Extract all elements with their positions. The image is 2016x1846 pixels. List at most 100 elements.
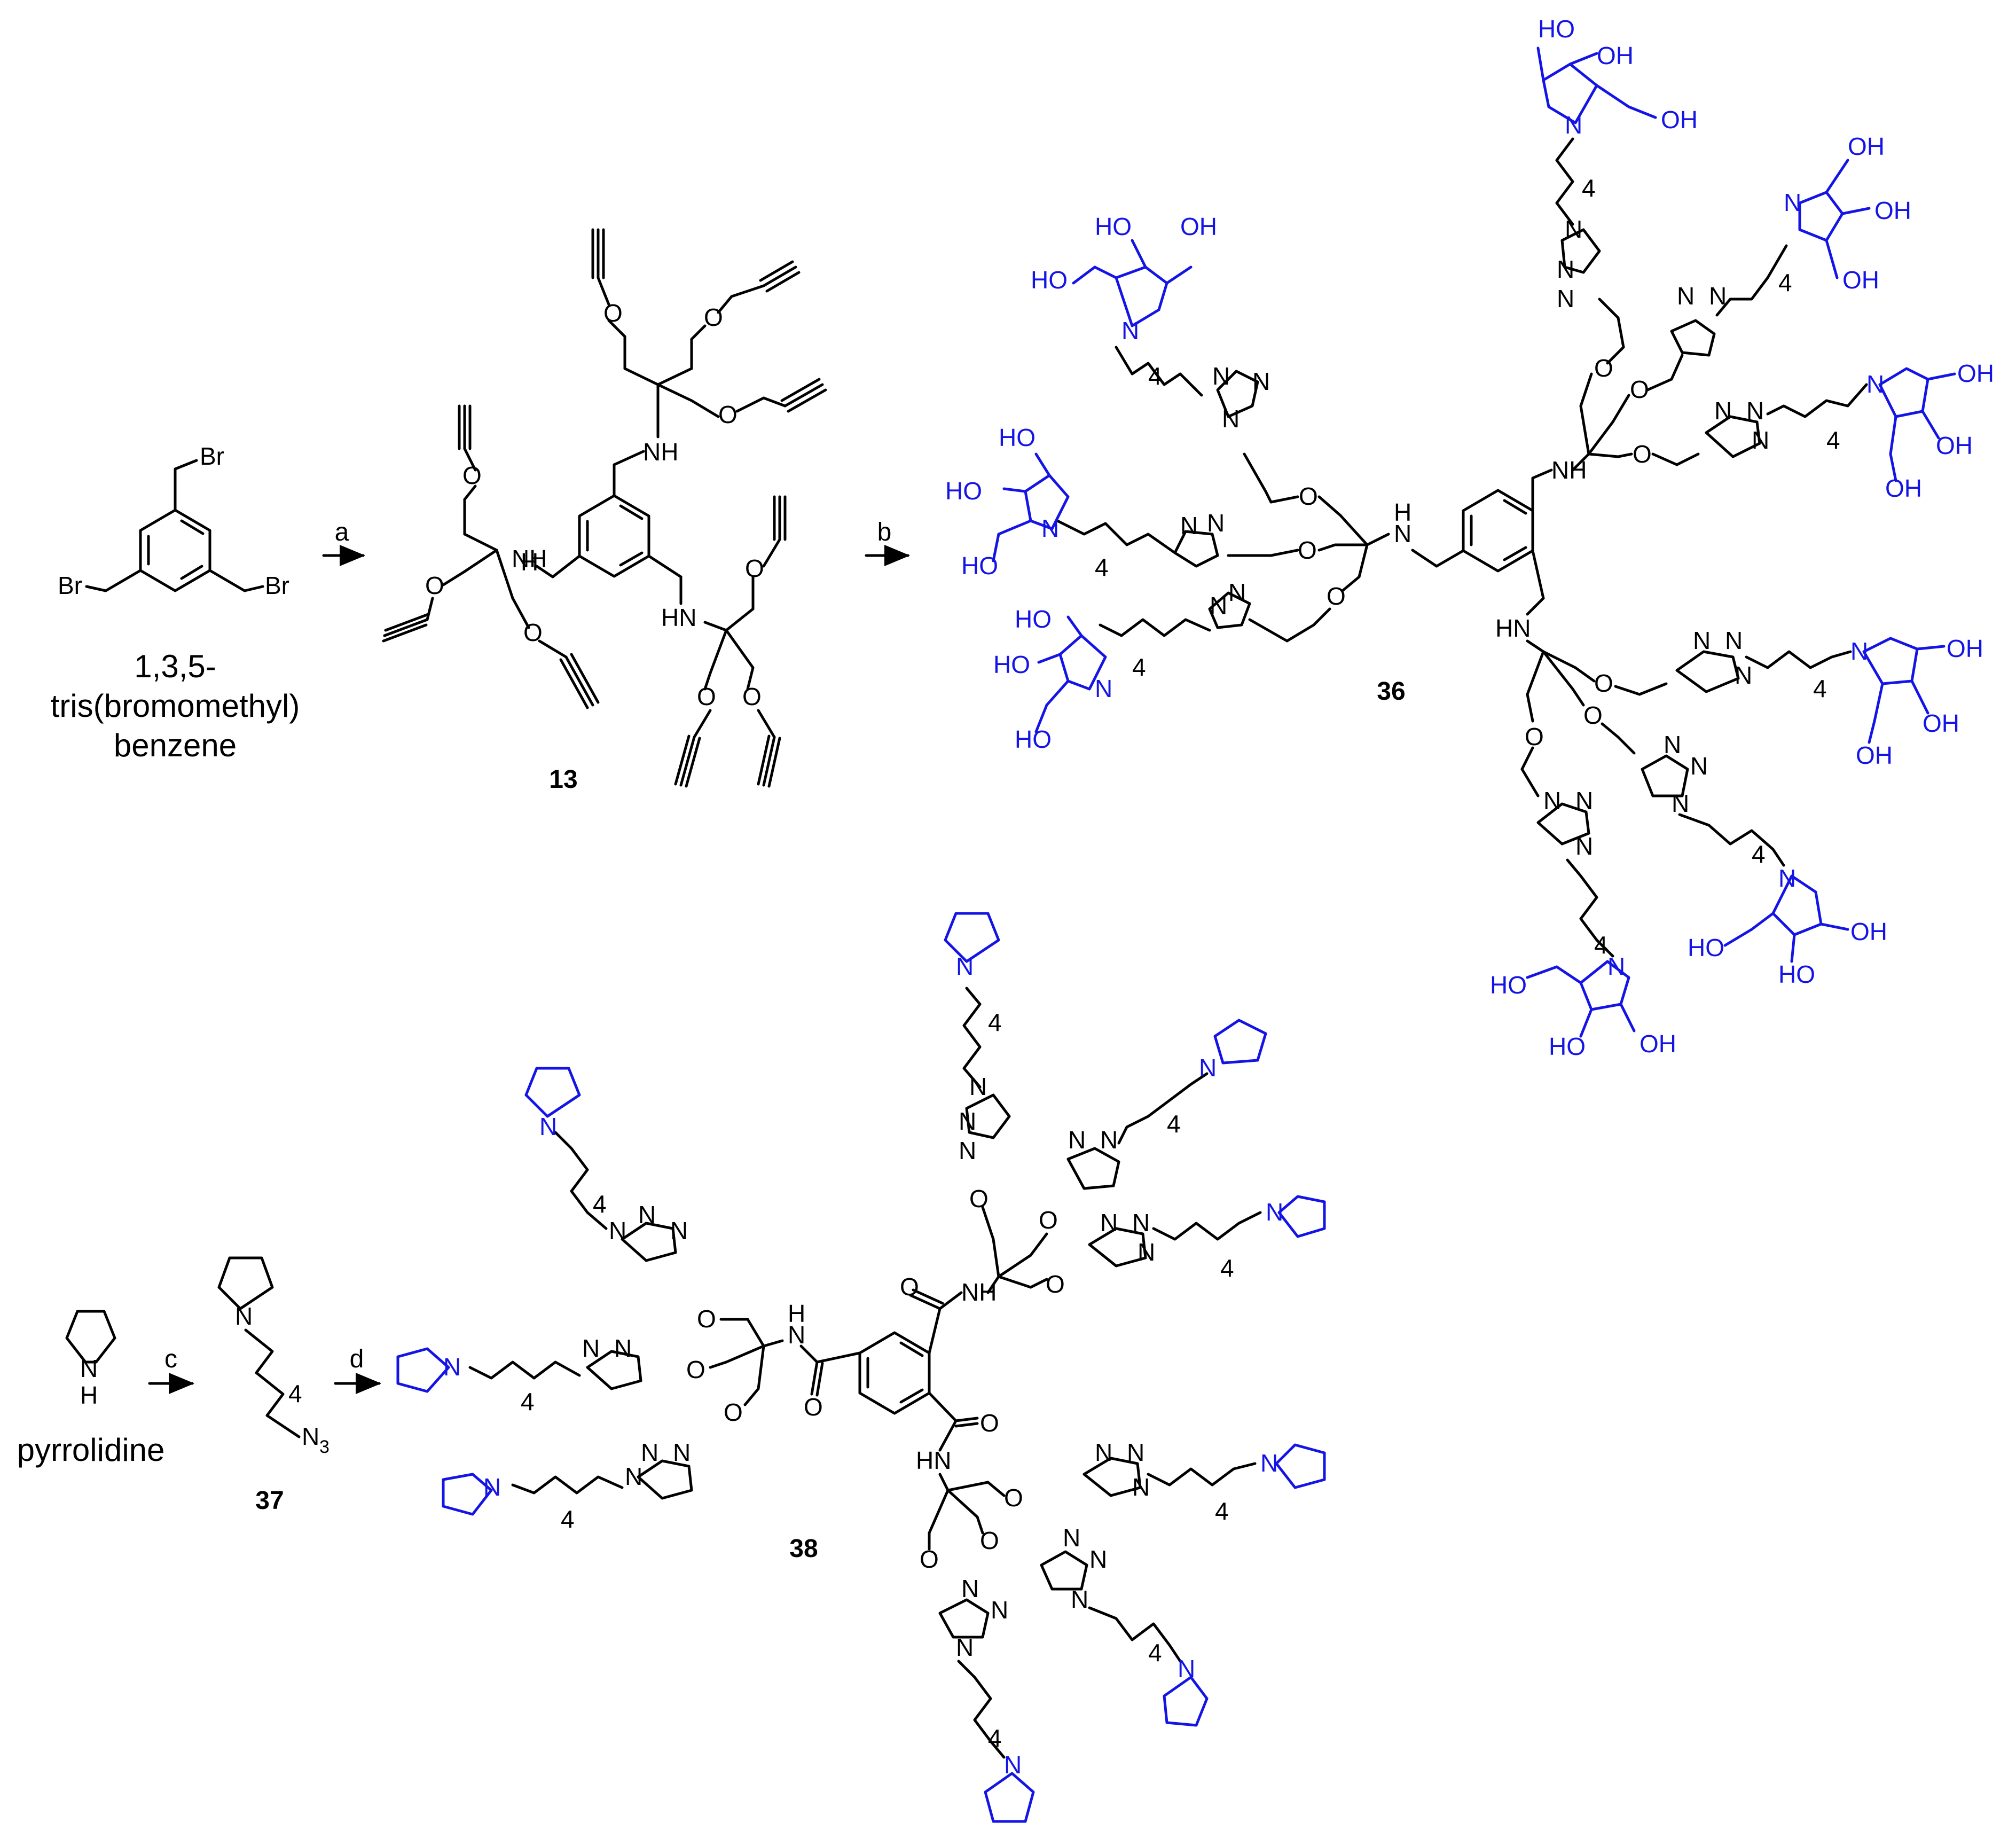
hydroxyl-label: HO bbox=[961, 552, 998, 580]
triazole-n-label: N bbox=[1132, 1209, 1150, 1237]
o-label: O bbox=[462, 462, 482, 489]
repeat-count-label: 4 bbox=[1594, 931, 1608, 959]
hn-label-right: HN bbox=[661, 604, 696, 631]
iminosugar-n-label: N bbox=[1095, 675, 1112, 702]
arrow-b-label: b bbox=[877, 518, 892, 546]
h-label: H bbox=[521, 548, 538, 576]
o-label: O bbox=[704, 303, 723, 331]
triazole-n-label: N bbox=[1063, 1524, 1080, 1552]
h-label: H bbox=[788, 1300, 805, 1327]
pyrrolidine-n-label: N bbox=[1178, 1655, 1195, 1683]
n-label: N bbox=[788, 1321, 805, 1349]
pyrrolidine-n-label: N bbox=[1199, 1054, 1217, 1082]
triazole-n-label: N bbox=[1100, 1209, 1118, 1237]
repeat-count-label: 4 bbox=[1132, 653, 1146, 681]
azide-subscript: 3 bbox=[319, 1437, 330, 1457]
pyrrolidine-n-label: N bbox=[483, 1473, 501, 1501]
triazole-n-label: N bbox=[1672, 789, 1689, 817]
o-label: O bbox=[523, 619, 543, 646]
triazole-n-label: N bbox=[1180, 512, 1198, 539]
triazole-n-label: N bbox=[1664, 731, 1681, 758]
triazole-n-label: N bbox=[1095, 1438, 1112, 1466]
repeat-count-label: 4 bbox=[1148, 362, 1162, 390]
o-label: O bbox=[686, 1356, 705, 1383]
hydroxyl-label: OH bbox=[1885, 474, 1922, 502]
triazole-n-label: N bbox=[991, 1596, 1008, 1624]
hydroxyl-label: OH bbox=[1874, 197, 1911, 224]
iminosugar-n-label: N bbox=[1121, 317, 1139, 345]
triazole-n-label: N bbox=[1132, 1473, 1150, 1501]
compound-38-triazoles: N N N N N N N N N N N N N N N N N N N N … bbox=[582, 1073, 1155, 1661]
bromine-atom-right: Br bbox=[265, 572, 289, 599]
compound-36-core: NH N H HN bbox=[1394, 456, 1587, 642]
hydroxyl-label: OH bbox=[1842, 266, 1879, 294]
triazole-n-label: N bbox=[1222, 405, 1240, 433]
hydroxyl-label: HO bbox=[1095, 213, 1132, 240]
triazole-n-label: N bbox=[1752, 426, 1769, 454]
iminosugar-n-label: N bbox=[1778, 864, 1796, 892]
hydroxyl-label: HO bbox=[945, 477, 982, 505]
arrow-a-label: a bbox=[335, 518, 349, 546]
triazole-n-label: N bbox=[1089, 1545, 1107, 1573]
triazole-n-label: N bbox=[1677, 282, 1695, 310]
pyrrolidine-name: pyrrolidine bbox=[17, 1432, 165, 1468]
o-label: O bbox=[1594, 669, 1613, 697]
carbonyl-o-label: O bbox=[804, 1393, 823, 1421]
o-label: O bbox=[697, 683, 716, 710]
o-label: O bbox=[1298, 536, 1317, 564]
azide-n-label: N bbox=[302, 1422, 319, 1450]
triazole-n-label: N bbox=[1557, 285, 1574, 312]
hydroxyl-label: HO bbox=[1778, 960, 1815, 988]
hydroxyl-label: HO bbox=[993, 651, 1030, 678]
compound-38-pyrrolidines: N N N N N N N N N bbox=[396, 912, 1326, 1823]
compound-38-dendrons: O O O O O O O O O bbox=[686, 1185, 1065, 1573]
o-label: O bbox=[742, 683, 762, 710]
repeat-count-label: 4 bbox=[1826, 426, 1840, 454]
start-material-name-line3: benzene bbox=[114, 728, 237, 763]
o-label: O bbox=[724, 1398, 743, 1426]
hydroxyl-label: OH bbox=[1936, 432, 1973, 459]
hydroxyl-label: OH bbox=[1640, 1030, 1676, 1058]
start-material-name-line2: tris(bromomethyl) bbox=[51, 688, 300, 724]
repeat-count-label: 4 bbox=[1778, 269, 1792, 296]
compound-36-dendrons: O O O O O O O O O bbox=[1269, 316, 1700, 797]
triazole-n-label: N bbox=[609, 1217, 626, 1245]
triazole-n-label: N bbox=[1071, 1585, 1088, 1613]
repeat-count-label: 4 bbox=[1215, 1497, 1229, 1525]
pyrrolidine-n-label: N bbox=[1004, 1751, 1022, 1779]
compound-38-linkers: 4 4 4 4 4 4 4 4 4 bbox=[468, 987, 1262, 1759]
hydroxyl-label: HO bbox=[1015, 605, 1052, 633]
o-label: O bbox=[718, 401, 738, 428]
o-label: O bbox=[1594, 354, 1613, 382]
compound-36-number: 36 bbox=[1377, 677, 1405, 706]
triazole-n-label: N bbox=[1212, 362, 1230, 390]
repeat-count-label: 4 bbox=[521, 1388, 535, 1415]
pyrrolidine-n-label: N bbox=[539, 1113, 557, 1140]
compound-13-number: 13 bbox=[549, 765, 577, 794]
bromine-atom-left: Br bbox=[58, 572, 82, 599]
triazole-n-label: N bbox=[1207, 509, 1225, 537]
hydroxyl-label: OH bbox=[1597, 42, 1634, 69]
triazole-n-label: N bbox=[1557, 255, 1574, 283]
repeat-count-label: 4 bbox=[1095, 553, 1109, 581]
hydroxyl-label: HO bbox=[1490, 971, 1527, 999]
hydroxyl-label: OH bbox=[1661, 106, 1698, 134]
hydroxyl-label: OH bbox=[1947, 635, 1983, 662]
triazole-n-label: N bbox=[582, 1334, 600, 1362]
bromine-atom-top: Br bbox=[200, 442, 224, 470]
triazole-n-label: N bbox=[1565, 215, 1582, 243]
pyrrolidine-h-label: H bbox=[80, 1381, 98, 1409]
repeat-count-label: 4 bbox=[288, 1380, 302, 1407]
hydroxyl-label: HO bbox=[1688, 934, 1724, 961]
triazole-n-label: N bbox=[961, 1575, 979, 1602]
compound-38-core: O NH O N H O HN bbox=[788, 1273, 999, 1474]
nh-label-left: NH bbox=[512, 545, 547, 573]
o-label: O bbox=[425, 572, 444, 599]
o-label: O bbox=[1299, 482, 1318, 510]
triazole-n-label: N bbox=[1543, 787, 1561, 815]
repeat-count-label: 4 bbox=[1220, 1254, 1234, 1282]
iminosugar-n-label: N bbox=[1607, 952, 1625, 980]
pyrrolidine-n-label: N bbox=[956, 952, 974, 980]
compound-37-structure: N 4 N 3 bbox=[217, 1256, 330, 1457]
